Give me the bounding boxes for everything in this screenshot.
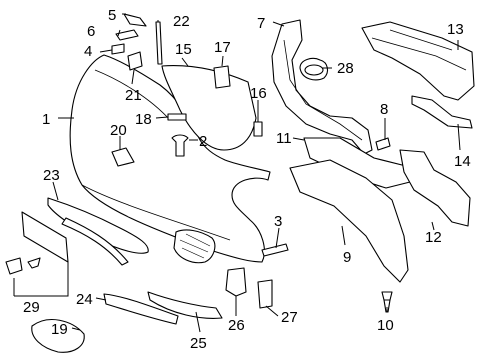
callout-2: 2 <box>199 133 207 150</box>
park-sensor <box>299 57 329 81</box>
callout-28: 28 <box>337 60 354 77</box>
callout-14: 14 <box>454 153 471 170</box>
upper-bracket <box>361 21 475 101</box>
callout-16: 16 <box>250 85 267 102</box>
callout-24: 24 <box>76 291 93 308</box>
callout-5: 5 <box>108 7 116 24</box>
rod-3 <box>261 243 289 257</box>
callout-10: 10 <box>377 317 394 334</box>
part-17 <box>213 65 231 89</box>
callout-12: 12 <box>425 229 442 246</box>
lower-parts <box>31 267 247 353</box>
callout-11: 11 <box>276 130 292 147</box>
callout-21: 21 <box>125 87 142 104</box>
callout-1: 1 <box>42 111 50 128</box>
callout-4: 4 <box>84 43 92 60</box>
callout-19: 19 <box>51 321 68 338</box>
callout-9: 9 <box>343 249 351 266</box>
leader-lines <box>13 13 461 333</box>
screw-10 <box>381 291 393 313</box>
side-bracket-12 <box>399 149 471 227</box>
lower-bracket <box>411 95 473 129</box>
license-plate-bracket <box>5 211 69 275</box>
bumper-cover <box>69 54 271 264</box>
callout-25: 25 <box>190 335 207 352</box>
callout-22: 22 <box>173 13 190 30</box>
callout-8: 8 <box>380 101 388 118</box>
callout-29: 29 <box>23 299 40 316</box>
impact-absorber <box>289 137 411 283</box>
upper-trim-pieces <box>111 13 163 71</box>
callout-13: 13 <box>447 21 464 38</box>
callout-27: 27 <box>281 309 298 326</box>
callout-labels: 1 2 3 4 5 6 7 8 9 10 11 12 13 14 15 16 1… <box>23 7 471 352</box>
bolt-8 <box>375 137 391 151</box>
lower-grille-strip <box>47 197 149 266</box>
callout-3: 3 <box>274 213 282 230</box>
upper-mount-bracket <box>271 19 373 155</box>
callout-20: 20 <box>110 122 127 139</box>
callout-15: 15 <box>175 41 192 58</box>
part-16 <box>253 121 263 137</box>
callout-17: 17 <box>214 39 231 56</box>
small-clips <box>111 113 189 167</box>
callout-23: 23 <box>43 167 60 184</box>
callout-26: 26 <box>228 317 245 334</box>
part-27 <box>257 279 273 309</box>
callout-7: 7 <box>257 15 265 32</box>
callout-18: 18 <box>135 111 152 128</box>
callout-6: 6 <box>87 23 95 40</box>
